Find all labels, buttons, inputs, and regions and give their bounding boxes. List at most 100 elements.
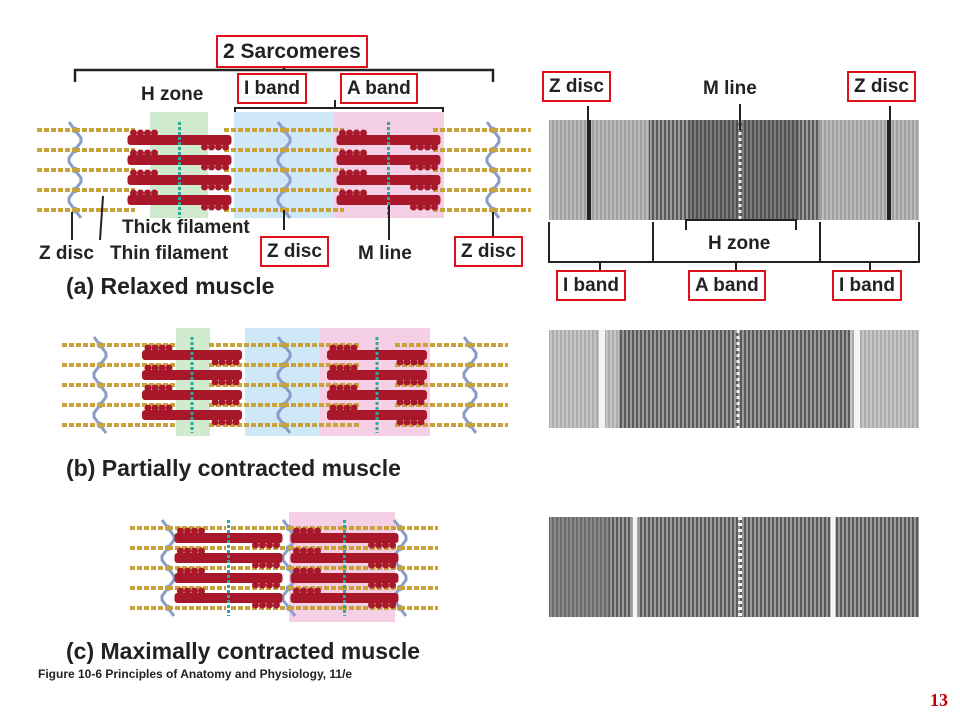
myosin-head <box>151 364 159 372</box>
myosin-head <box>410 378 418 386</box>
myosin-head <box>375 581 382 589</box>
micrograph-i-band-left: I band <box>556 270 626 301</box>
myosin-head <box>184 587 191 595</box>
relaxed-leader-lines <box>71 195 494 241</box>
myosin-head <box>137 149 144 157</box>
myosin-head <box>184 567 191 575</box>
myosin-head <box>350 344 358 352</box>
micrograph-h-zone: H zone <box>708 233 771 254</box>
myosin-head <box>431 143 438 151</box>
myosin-head <box>343 344 351 352</box>
myosin-head <box>177 547 184 555</box>
myosin-head <box>266 581 273 589</box>
myosin-head <box>232 358 240 366</box>
myosin-head <box>165 384 173 392</box>
myosin-head <box>382 601 389 609</box>
myosin-head <box>144 344 152 352</box>
micrograph-z-disc-left: Z disc <box>542 71 611 102</box>
myosin-head <box>151 149 158 157</box>
myosin-head <box>343 364 351 372</box>
myosin-head <box>137 129 144 137</box>
myosin-head <box>410 163 417 171</box>
myosin-head <box>130 129 137 137</box>
myosin-head <box>130 189 137 197</box>
myosin-head <box>339 129 346 137</box>
myosin-head <box>360 129 367 137</box>
myosin-head <box>389 581 396 589</box>
myosin-head <box>307 527 314 535</box>
myosin-head <box>368 601 375 609</box>
myosin-head <box>410 418 418 426</box>
myosin-head <box>424 163 431 171</box>
myosin-head <box>222 183 229 191</box>
myosin-head <box>259 581 266 589</box>
myosin-head <box>368 581 375 589</box>
myosin-head <box>151 384 159 392</box>
myosin-head <box>225 418 233 426</box>
myosin-head <box>208 143 215 151</box>
myosin-head <box>424 183 431 191</box>
myosin-head <box>144 384 152 392</box>
myosin-head <box>350 404 358 412</box>
myosin-head <box>293 527 300 535</box>
myosin-head <box>158 364 166 372</box>
myosin-head <box>417 143 424 151</box>
myosin-head <box>396 418 404 426</box>
myosin-head <box>300 567 307 575</box>
myosin-head <box>215 203 222 211</box>
myosin-head <box>144 364 152 372</box>
caption-partial: (b) Partially contracted muscle <box>66 455 401 481</box>
myosin-head <box>218 378 226 386</box>
m-line-label: M line <box>358 243 412 264</box>
myosin-head <box>151 189 158 197</box>
myosin-head <box>382 581 389 589</box>
myosin-head <box>307 567 314 575</box>
myosin-head <box>144 129 151 137</box>
h-zone-label: H zone <box>141 84 204 105</box>
myosin-head <box>403 418 411 426</box>
myosin-head <box>225 378 233 386</box>
myosin-head <box>273 541 280 549</box>
myosin-head <box>218 418 226 426</box>
page-number: 13 <box>930 690 948 710</box>
myosin-head <box>368 561 375 569</box>
myosin-head <box>307 587 314 595</box>
myosin-head <box>307 547 314 555</box>
myosin-head <box>389 601 396 609</box>
myosin-head <box>201 203 208 211</box>
myosin-head <box>368 541 375 549</box>
myosin-head <box>222 203 229 211</box>
myosin-head <box>417 418 425 426</box>
myosin-head <box>329 384 337 392</box>
myosin-head <box>353 189 360 197</box>
myosin-head <box>417 358 425 366</box>
myosin-head <box>300 587 307 595</box>
myosin-head <box>211 358 219 366</box>
myosin-head <box>375 541 382 549</box>
myosin-head <box>184 527 191 535</box>
myosin-head <box>375 561 382 569</box>
myosin-head <box>208 183 215 191</box>
myosin-head <box>215 143 222 151</box>
myosin-head <box>389 541 396 549</box>
myosin-head <box>353 149 360 157</box>
micrograph-z-disc-right: Z disc <box>847 71 916 102</box>
micrograph-max <box>549 517 919 617</box>
caption-relaxed: (a) Relaxed muscle <box>66 273 275 299</box>
myosin-head <box>165 404 173 412</box>
myosin-head <box>336 404 344 412</box>
z-disc-label-right: Z disc <box>454 236 523 267</box>
myosin-head <box>137 189 144 197</box>
myosin-head <box>396 378 404 386</box>
myosin-head <box>382 561 389 569</box>
myosin-head <box>417 203 424 211</box>
myosin-head <box>211 398 219 406</box>
myosin-head <box>382 541 389 549</box>
myosin-head <box>273 581 280 589</box>
myosin-head <box>211 418 219 426</box>
myosin-head <box>191 567 198 575</box>
myosin-head <box>396 358 404 366</box>
myosin-head <box>336 344 344 352</box>
myosin-head <box>177 587 184 595</box>
myosin-head <box>266 541 273 549</box>
